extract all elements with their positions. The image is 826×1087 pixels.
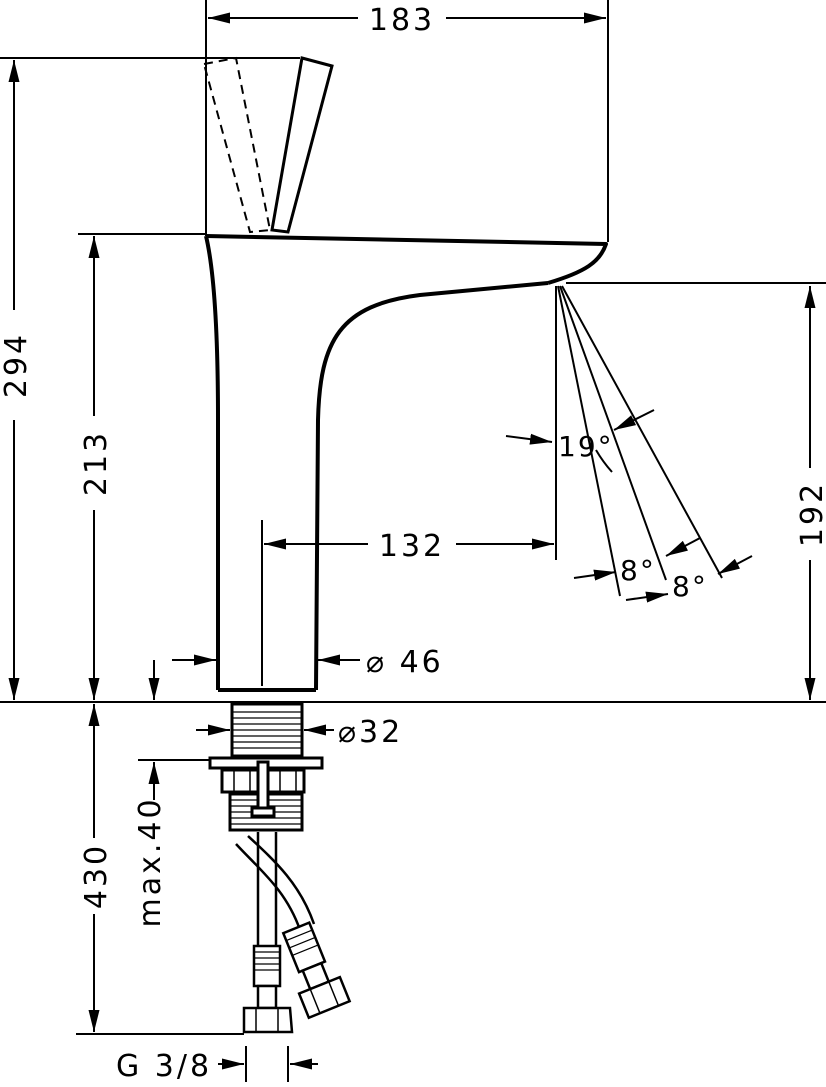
spray-angle-8-label-2: 8° xyxy=(672,570,708,603)
dim-430-label: 430 xyxy=(79,843,114,909)
dim-192-label: 192 xyxy=(795,481,826,547)
lever-handle-open-position xyxy=(202,56,272,234)
mounting-shank xyxy=(230,702,304,758)
spray-lines xyxy=(555,285,723,597)
dim-diameter-46-label: ⌀ 46 xyxy=(366,645,444,680)
dim-diameter-32-label: ⌀32 xyxy=(338,715,403,750)
dim-183-label: 183 xyxy=(369,3,435,38)
mounting-nut xyxy=(208,756,324,832)
spray-angle-arrows xyxy=(505,409,753,603)
dim-294-label: 294 xyxy=(0,332,34,398)
dim-213-label: 213 xyxy=(79,430,114,496)
faucet-body xyxy=(204,234,608,692)
dim-max40-label: max.40 xyxy=(133,796,168,927)
dim-132-label: 132 xyxy=(379,529,445,564)
spray-angle-8-label-1: 8° xyxy=(620,554,656,587)
supply-hoses xyxy=(235,832,352,1034)
lever-handle xyxy=(270,56,334,234)
spray-angle-19-label: 19° xyxy=(558,430,614,463)
dim-thread-label: G 3/8 xyxy=(116,1049,212,1082)
